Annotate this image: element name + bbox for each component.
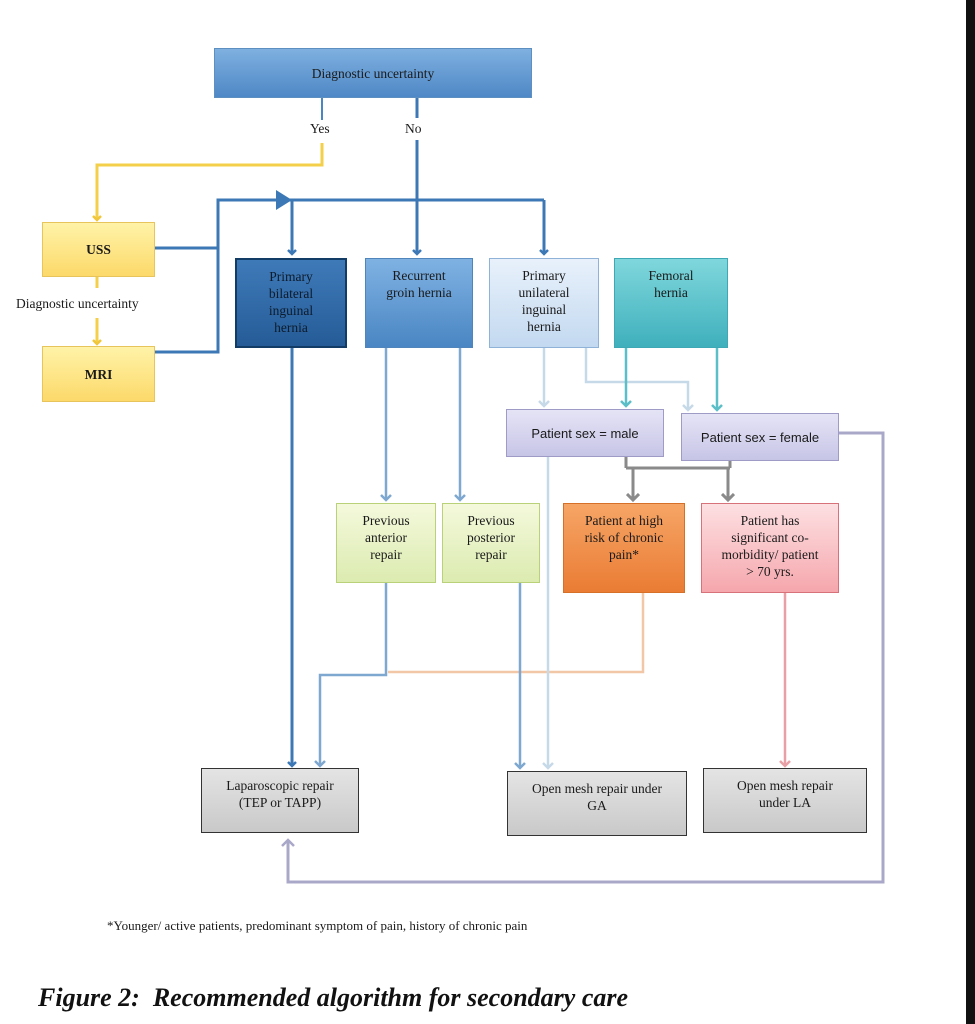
edge-anterior-to-lap	[314, 583, 388, 768]
edge-unilateral-to-female	[584, 348, 694, 412]
edge-label-uss-to-mri: Diagnostic uncertainty	[16, 296, 139, 311]
node-primary-unilateral: Primary unilateral inguinal hernia	[489, 258, 599, 348]
node-sex-female: Patient sex = female	[681, 413, 839, 461]
node-previous-anterior: Previous anterior repair	[336, 503, 436, 583]
bar-arrowhead	[276, 190, 292, 210]
edge-female-loop-to-lap	[281, 431, 885, 884]
edge-label-yes: Yes	[310, 121, 330, 136]
page-edge	[966, 0, 975, 1024]
node-primary-bilateral: Primary bilateral inguinal hernia	[235, 258, 347, 348]
node-comorbidity: Patient has significant co- morbidity/ p…	[701, 503, 839, 593]
node-open-mesh-ga: Open mesh repair under GA	[507, 771, 687, 836]
edge-highrisk-to-lap	[388, 593, 645, 674]
node-high-risk: Patient at high risk of chronic pain*	[563, 503, 685, 593]
node-laparoscopic: Laparoscopic repair (TEP or TAPP)	[201, 768, 359, 833]
node-sex-male: Patient sex = male	[506, 409, 664, 457]
node-previous-posterior: Previous posterior repair	[442, 503, 540, 583]
edge-uss-to-bar	[155, 200, 220, 250]
node-open-mesh-la: Open mesh repair under LA	[703, 768, 867, 833]
node-recurrent: Recurrent groin hernia	[365, 258, 473, 348]
edge-mri-to-bar	[155, 198, 292, 354]
edge-yes-to-uss	[92, 143, 324, 222]
node-femoral: Femoral hernia	[614, 258, 728, 348]
footnote: *Younger/ active patients, predominant s…	[107, 918, 528, 933]
edge-label-no: No	[405, 121, 422, 136]
edge-sex-to-risk	[624, 457, 732, 500]
node-diagnostic-uncertainty: Diagnostic uncertainty	[214, 48, 532, 98]
node-uss: USS	[42, 222, 155, 277]
figure-caption: Figure 2: Recommended algorithm for seco…	[38, 983, 629, 1012]
node-mri: MRI	[42, 346, 155, 402]
